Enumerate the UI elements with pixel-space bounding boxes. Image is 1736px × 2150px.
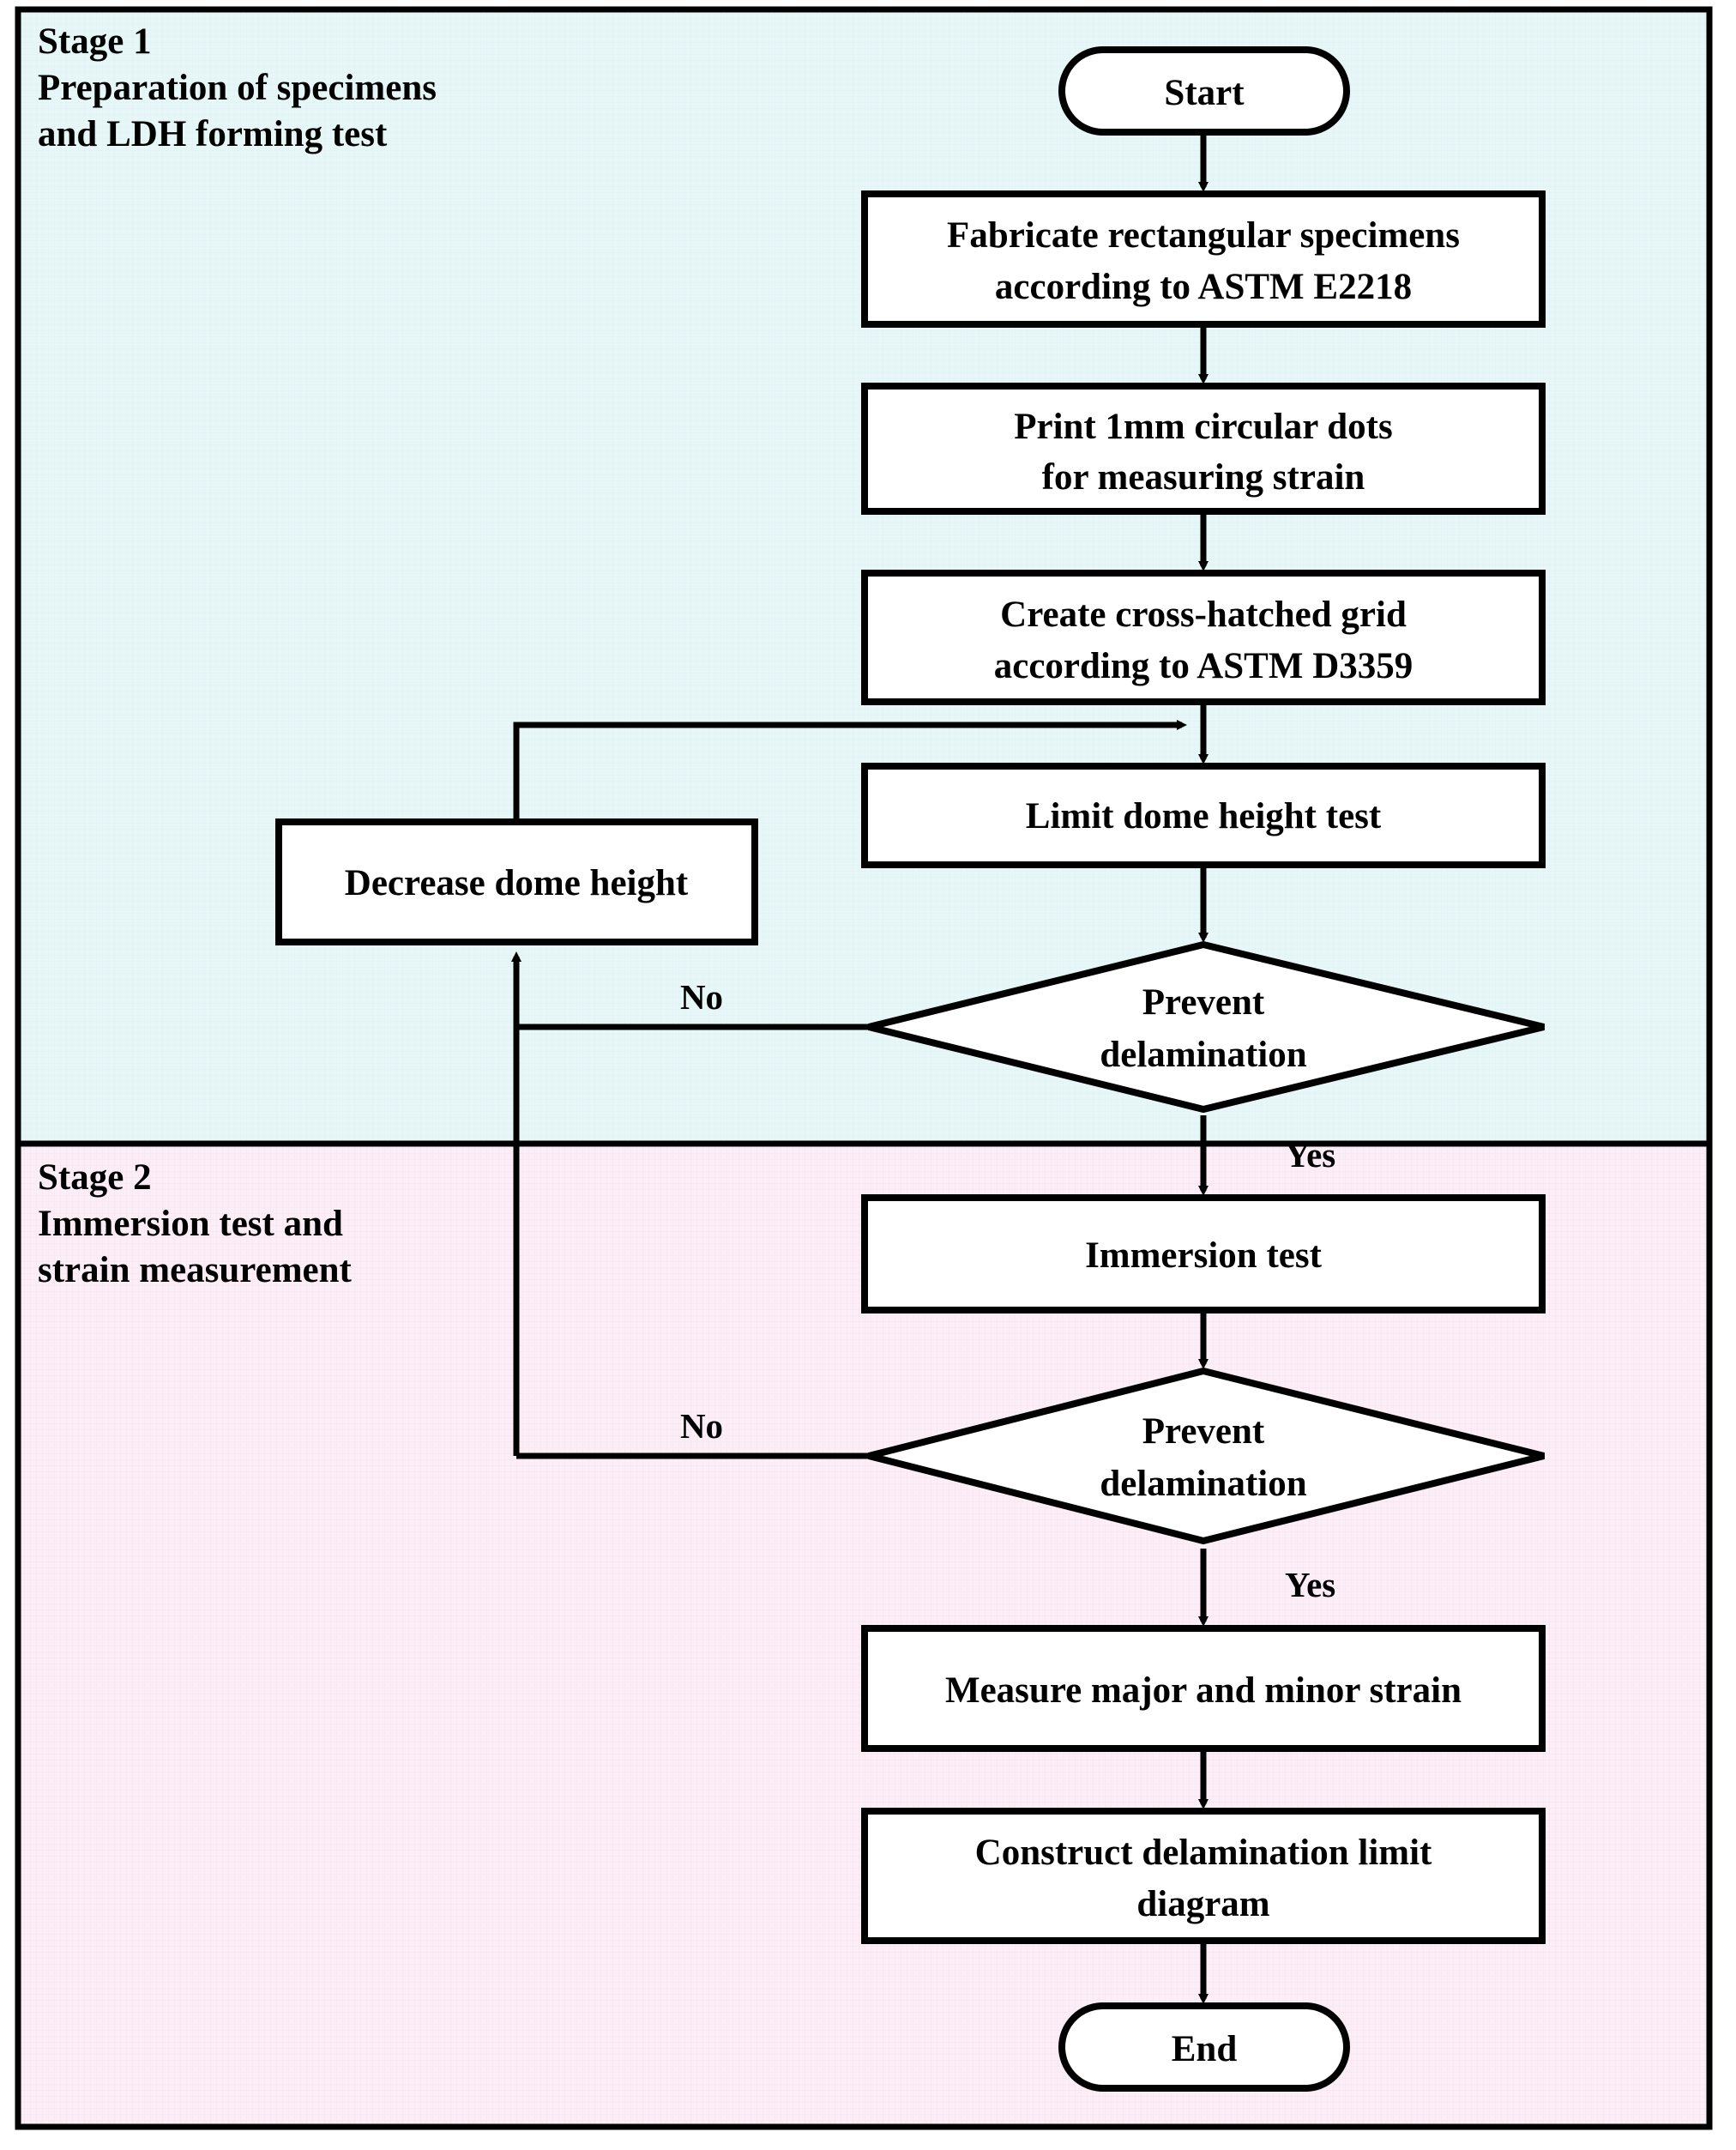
stage-1-label-line-3: and LDH forming test xyxy=(38,114,388,154)
node-start-label: Start xyxy=(1164,73,1245,113)
node-start[interactable]: Start xyxy=(1058,46,1350,136)
node-print-dots[interactable]: Print 1mm circular dots for measuring st… xyxy=(861,383,1546,515)
node-decision-prevent-delamination-1[interactable]: Prevent delamination xyxy=(868,940,1545,1114)
node-ldh-test-shape[interactable] xyxy=(861,763,1546,868)
node-decrease-dome-height-label: Decrease dome height xyxy=(345,863,689,903)
node-fabricate[interactable]: Fabricate rectangular specimens accordin… xyxy=(861,190,1546,328)
node-immersion-test-shape[interactable] xyxy=(861,1194,1546,1314)
node-decision-2-label-line-2: delamination xyxy=(1100,1464,1306,1504)
node-decision-prevent-delamination-2[interactable]: Prevent delamination xyxy=(868,1367,1545,1545)
node-construct-dld-label-line-2: diagram xyxy=(1136,1884,1269,1924)
node-end-label: End xyxy=(1172,2029,1238,2069)
node-ldh-test-label: Limit dome height test xyxy=(1026,796,1382,836)
outer-frame xyxy=(15,6,1713,2130)
node-decrease-dome-height[interactable]: Decrease dome height xyxy=(275,818,758,945)
stage-1-label-line-2: Preparation of specimens xyxy=(38,68,437,108)
node-measure-strain[interactable]: Measure major and minor strain xyxy=(861,1625,1546,1752)
node-construct-dld-shape[interactable] xyxy=(861,1808,1546,1944)
edge-label-yes-1: Yes xyxy=(1285,1135,1335,1175)
node-start-shape[interactable] xyxy=(1058,46,1350,136)
node-cross-hatch-label-line-2: according to ASTM D3359 xyxy=(994,646,1414,686)
node-cross-hatch-shape[interactable] xyxy=(861,570,1546,705)
stage-2-label-line-2: Immersion test and xyxy=(38,1204,343,1244)
stage-1-label: Stage 1 Preparation of specimens and LDH… xyxy=(38,21,437,154)
node-print-dots-shape[interactable] xyxy=(861,383,1546,515)
edge-label-yes-2: Yes xyxy=(1285,1565,1335,1604)
node-immersion-test-label: Immersion test xyxy=(1085,1235,1323,1276)
stage-2-label-line-3: strain measurement xyxy=(38,1250,353,1290)
node-cross-hatch[interactable]: Create cross-hatched grid according to A… xyxy=(861,570,1546,705)
node-construct-delamination-limit-diagram[interactable]: Construct delamination limit diagram xyxy=(861,1808,1546,1944)
node-fabricate-label-line-2: according to ASTM E2218 xyxy=(995,267,1412,307)
node-decision-1-shape[interactable] xyxy=(868,940,1545,1114)
node-decision-2-shape[interactable] xyxy=(868,1367,1545,1545)
connectors xyxy=(511,127,1209,2004)
node-decision-2-label-line-1: Prevent xyxy=(1142,1411,1265,1452)
node-immersion-test[interactable]: Immersion test xyxy=(861,1194,1546,1314)
node-ldh-test[interactable]: Limit dome height test xyxy=(861,763,1546,868)
stage-2-label-line-1: Stage 2 xyxy=(38,1157,152,1198)
node-print-dots-label-line-1: Print 1mm circular dots xyxy=(1014,407,1393,447)
node-decrease-dome-height-shape[interactable] xyxy=(275,818,758,945)
node-print-dots-label-line-2: for measuring strain xyxy=(1042,457,1365,498)
stage-2-label: Stage 2 Immersion test and strain measur… xyxy=(38,1157,353,1290)
node-end[interactable]: End xyxy=(1058,2002,1350,2092)
node-decision-1-label-line-1: Prevent xyxy=(1142,982,1265,1023)
node-fabricate-label-line-1: Fabricate rectangular specimens xyxy=(947,215,1460,256)
node-construct-dld-label-line-1: Construct delamination limit xyxy=(975,1833,1432,1873)
node-decision-1-label-line-2: delamination xyxy=(1100,1035,1306,1075)
node-measure-strain-shape[interactable] xyxy=(861,1625,1546,1752)
node-fabricate-shape[interactable] xyxy=(861,190,1546,328)
node-cross-hatch-label-line-1: Create cross-hatched grid xyxy=(1000,595,1407,635)
edge-label-no-2: No xyxy=(680,1406,723,1446)
node-measure-strain-label: Measure major and minor strain xyxy=(945,1670,1462,1711)
stage-1-label-line-1: Stage 1 xyxy=(38,21,152,62)
edge-decreasedome-to-ldh-return xyxy=(513,720,1187,822)
node-end-shape[interactable] xyxy=(1058,2002,1350,2092)
edge-label-no-1: No xyxy=(680,977,723,1017)
